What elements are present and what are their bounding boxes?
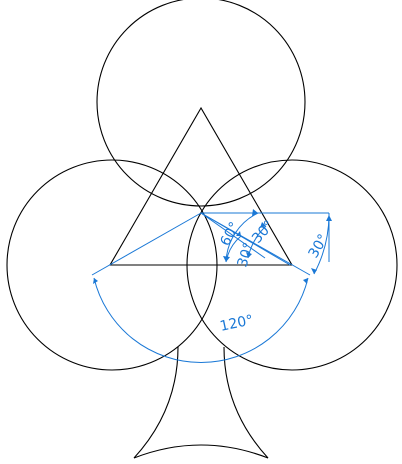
arrowhead	[236, 231, 241, 236]
dim-line-to-left-center	[91, 212, 202, 276]
arc-60	[225, 212, 259, 263]
arrowhead	[93, 278, 98, 284]
label-120: 120°	[219, 312, 255, 335]
dim-line-to-triangle-corner	[200, 212, 291, 266]
arrowhead	[260, 222, 266, 228]
arrowhead	[246, 252, 252, 258]
arrowhead	[311, 268, 317, 274]
dim-line-to-vertex	[200, 212, 266, 259]
label-30-left: 30°	[235, 241, 258, 270]
arrowhead	[326, 215, 332, 221]
top-circle	[96, 0, 306, 207]
stem-right-edge	[223, 346, 269, 459]
arrowhead	[303, 278, 308, 284]
stem-base-arc	[133, 444, 269, 459]
arc-120	[93, 277, 309, 363]
stem-left-edge	[133, 346, 179, 459]
label-60: 60°	[217, 219, 243, 248]
arrowhead	[252, 209, 258, 216]
arrowhead	[223, 256, 230, 262]
label-30-right: 30°	[306, 231, 332, 261]
center-triangle	[109, 106, 293, 266]
